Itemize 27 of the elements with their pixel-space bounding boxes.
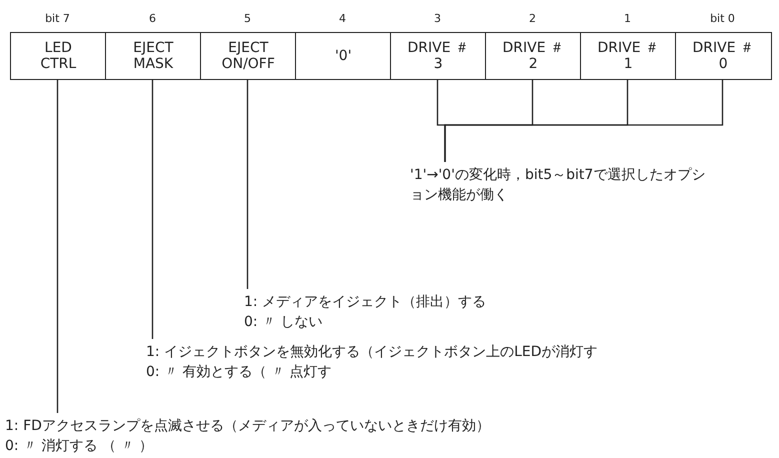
bit-description: 1: FDアクセスランプを点滅させる（メディアが入っていないときだけ有効）: [5, 417, 490, 436]
register-bit-cell: LED CTRL: [10, 32, 106, 80]
connector-line: [444, 80, 724, 162]
connector-line: [152, 80, 154, 339]
bit-description: 0: 〃 消灯する （ 〃 ）: [5, 437, 154, 456]
register-bit-cell: EJECT MASK: [105, 32, 202, 80]
bit-description: 1: イジェクトボタンを無効化する（イジェクトボタン上のLEDが消灯す: [146, 343, 598, 362]
bit-number: 1: [623, 12, 632, 25]
bit-number: 2: [528, 12, 537, 25]
bit-number: bit 0: [709, 12, 736, 25]
connector-line: [246, 80, 248, 289]
bit-number: 3: [433, 12, 442, 25]
register-bit-cell: EJECT ON/OFF: [200, 32, 296, 80]
register-bit-cell: DRIVE ＃2: [485, 32, 582, 80]
connector-line: [56, 80, 58, 413]
register-bit-cell: DRIVE ＃3: [390, 32, 486, 80]
note-text: '1'→'0'の変化時，bit5～bit7で選択したオプション機能が働く: [410, 166, 706, 205]
bit-number: bit 7: [44, 12, 71, 25]
bit-number: 6: [148, 12, 157, 25]
bit-description: 0: 〃 しない: [244, 313, 324, 332]
bit-number: 5: [243, 12, 252, 25]
bit-description: 0: 〃 有効とする（ 〃 点灯す: [146, 363, 332, 382]
register-bit-cell: DRIVE ＃0: [675, 32, 772, 80]
register-bit-cell: DRIVE ＃1: [580, 32, 676, 80]
bit-description: 1: メディアをイジェクト（排出）する: [244, 293, 486, 312]
bit-number: 4: [338, 12, 347, 25]
register-bit-cell: '0': [295, 32, 392, 80]
